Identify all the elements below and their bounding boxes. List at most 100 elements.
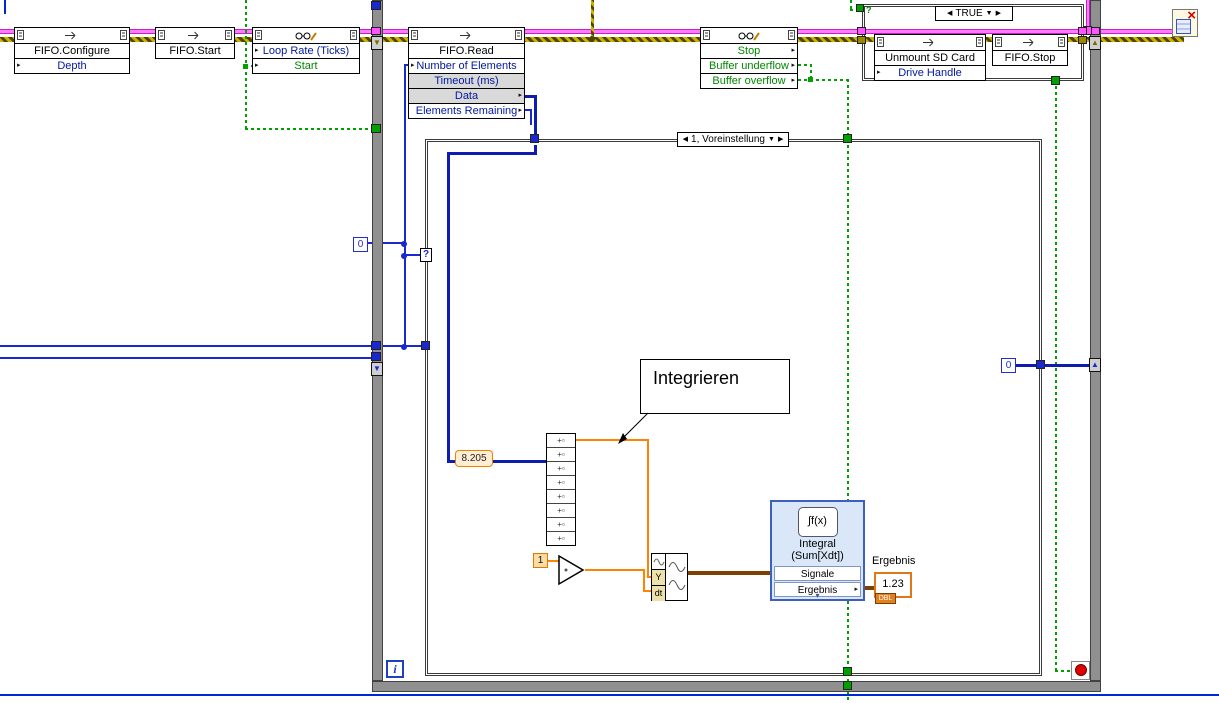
interface-chip-icon bbox=[255, 30, 262, 40]
fpga-chip-glyph bbox=[1176, 19, 1191, 34]
ergebnis-output-row[interactable]: Ergebnis▸ bbox=[774, 582, 861, 597]
float-wire bbox=[643, 569, 645, 592]
boolean-wire bbox=[245, 128, 373, 130]
integral-express-vi[interactable]: ∫f(x) Integral (Sum[Xdt]) Signale Ergebn… bbox=[770, 500, 865, 601]
dropdown-arrow-icon[interactable]: ▼ bbox=[768, 135, 775, 143]
input-marker: ▸ bbox=[255, 47, 259, 54]
clock-property-node[interactable]: ▸Loop Rate (Ticks) ▸Start bbox=[252, 27, 360, 74]
boolean-wire bbox=[810, 64, 812, 81]
loop-condition-stop-terminal[interactable] bbox=[1071, 661, 1090, 680]
output-marker: ▸ bbox=[791, 62, 795, 69]
reciprocal-node[interactable] bbox=[558, 555, 585, 586]
output-marker: ▸ bbox=[791, 47, 795, 54]
start-row[interactable]: ▸Start bbox=[253, 58, 359, 73]
pan-edge-line-vertical bbox=[4, 0, 6, 14]
shift-register-left: ▼ bbox=[371, 362, 383, 376]
next-case-arrow-icon[interactable]: ▶ bbox=[777, 135, 784, 143]
sine-icon bbox=[653, 558, 664, 566]
interface-chip-icon bbox=[225, 30, 232, 40]
wire-junction bbox=[401, 253, 407, 259]
interface-chip-icon bbox=[976, 37, 983, 47]
elements-remaining-row[interactable]: Elements Remaining▸ bbox=[409, 103, 524, 118]
interface-chip-icon bbox=[788, 30, 795, 40]
data-array-wire bbox=[447, 152, 537, 155]
node-header bbox=[993, 35, 1067, 51]
tunnel bbox=[371, 124, 381, 133]
fifo-start-node[interactable]: FIFO.Start bbox=[155, 27, 235, 59]
true-case-selector-label[interactable]: ◀ TRUE ▼ ▶ bbox=[935, 6, 1013, 21]
tunnel bbox=[843, 667, 852, 676]
fifo-configure-node[interactable]: FIFO.Configure ▸Depth bbox=[14, 27, 130, 74]
true-case-selector-terminal: ? bbox=[866, 5, 872, 15]
error-shift-register-left: ▼ bbox=[371, 36, 383, 50]
signale-input-row[interactable]: Signale bbox=[774, 566, 861, 581]
dt-input-cell[interactable]: dt bbox=[652, 586, 666, 601]
vi-name-line1: Integral bbox=[799, 538, 836, 550]
node-header bbox=[409, 28, 524, 44]
loop-rate-row[interactable]: ▸Loop Rate (Ticks) bbox=[255, 45, 350, 57]
fifo-stop-node[interactable]: FIFO.Stop bbox=[992, 34, 1068, 66]
sine-icon bbox=[668, 562, 686, 590]
boolean-wire bbox=[798, 79, 848, 81]
data-output-row[interactable]: Data▸ bbox=[409, 88, 524, 103]
buffer-overflow-row[interactable]: Buffer overflow▸ bbox=[701, 73, 797, 88]
expand-arrow-icon[interactable]: ▾ bbox=[815, 591, 820, 600]
timeout-row[interactable]: Timeout (ms) bbox=[409, 73, 524, 88]
close-fpga-reference-icon[interactable]: × bbox=[1172, 7, 1198, 37]
tunnel bbox=[843, 134, 852, 143]
invoke-method-icon bbox=[65, 31, 76, 40]
case-selector-text: 1, Voreinstellung bbox=[691, 134, 765, 145]
wire-junction bbox=[401, 241, 407, 247]
zero-constant-right[interactable]: 0 bbox=[1001, 358, 1016, 373]
buffer-status-property-node[interactable]: Stop▸ Buffer underflow▸ Buffer overflow▸ bbox=[700, 27, 798, 89]
case-selector-terminal[interactable]: ? bbox=[420, 248, 432, 262]
float-wire bbox=[575, 439, 649, 441]
while-loop-bottom-border bbox=[372, 681, 1101, 692]
scale-constant[interactable]: 8.205 bbox=[455, 450, 493, 467]
while-loop-right-border bbox=[1090, 0, 1101, 681]
interface-chip-icon bbox=[703, 30, 710, 40]
array-cell: +▫ bbox=[547, 518, 575, 532]
main-case-selector-label[interactable]: ◀ 1, Voreinstellung ▼ ▶ bbox=[677, 132, 789, 147]
stop-property-row[interactable]: Stop▸ bbox=[737, 45, 795, 57]
tunnel bbox=[856, 4, 864, 12]
tunnel bbox=[1078, 27, 1087, 35]
ergebnis-indicator-label: Ergebnis bbox=[872, 555, 916, 567]
tunnel bbox=[857, 27, 866, 35]
tunnel bbox=[1051, 76, 1060, 85]
number-of-elements-row[interactable]: ▸Number of Elements bbox=[409, 58, 524, 73]
float-wire bbox=[585, 569, 645, 571]
build-waveform-node[interactable]: Y dt bbox=[651, 553, 688, 601]
fifo-read-node[interactable]: FIFO.Read ▸Number of Elements Timeout (m… bbox=[408, 27, 525, 119]
interface-chip-icon bbox=[120, 30, 127, 40]
dropdown-arrow-icon[interactable]: ▼ bbox=[985, 9, 993, 17]
next-case-arrow-icon[interactable]: ▶ bbox=[995, 9, 1001, 17]
prev-case-arrow-icon[interactable]: ◀ bbox=[682, 135, 689, 143]
prev-case-arrow-icon[interactable]: ◀ bbox=[947, 9, 953, 17]
buffer-underflow-row[interactable]: Buffer underflow▸ bbox=[701, 58, 797, 73]
fifo-reference-wire-branch bbox=[1086, 0, 1090, 29]
glasses-pencil-icon bbox=[738, 32, 760, 41]
input-marker: ▸ bbox=[255, 62, 259, 69]
unmount-sd-card-node[interactable]: Unmount SD Card ▸Drive Handle bbox=[874, 34, 986, 81]
boolean-junction bbox=[808, 77, 813, 82]
integrieren-annotation-label[interactable]: Integrieren bbox=[640, 359, 790, 414]
boolean-wire bbox=[798, 64, 811, 66]
zero-constant-left[interactable]: 0 bbox=[353, 237, 368, 252]
y-input-cell[interactable]: Y bbox=[652, 570, 666, 586]
array-cell: +▫ bbox=[547, 434, 575, 448]
invoke-method-icon bbox=[188, 31, 199, 40]
interface-chip-icon bbox=[515, 30, 522, 40]
one-constant[interactable]: 1 bbox=[533, 553, 548, 568]
tunnel bbox=[1036, 360, 1045, 369]
iteration-terminal[interactable]: i bbox=[386, 660, 404, 678]
float-wire bbox=[643, 590, 653, 592]
depth-input-row[interactable]: ▸Depth bbox=[15, 58, 129, 73]
boolean-wire bbox=[847, 79, 849, 703]
error-shift-register-right: ▲ bbox=[1089, 36, 1101, 50]
array-index-column-node[interactable]: +▫ +▫ +▫ +▫ +▫ +▫ +▫ +▫ bbox=[546, 433, 576, 546]
numeric-wire bbox=[404, 254, 423, 256]
node-title: FIFO.Start bbox=[169, 45, 221, 57]
boolean-junction bbox=[243, 64, 248, 69]
drive-handle-row[interactable]: ▸Drive Handle bbox=[875, 65, 985, 80]
